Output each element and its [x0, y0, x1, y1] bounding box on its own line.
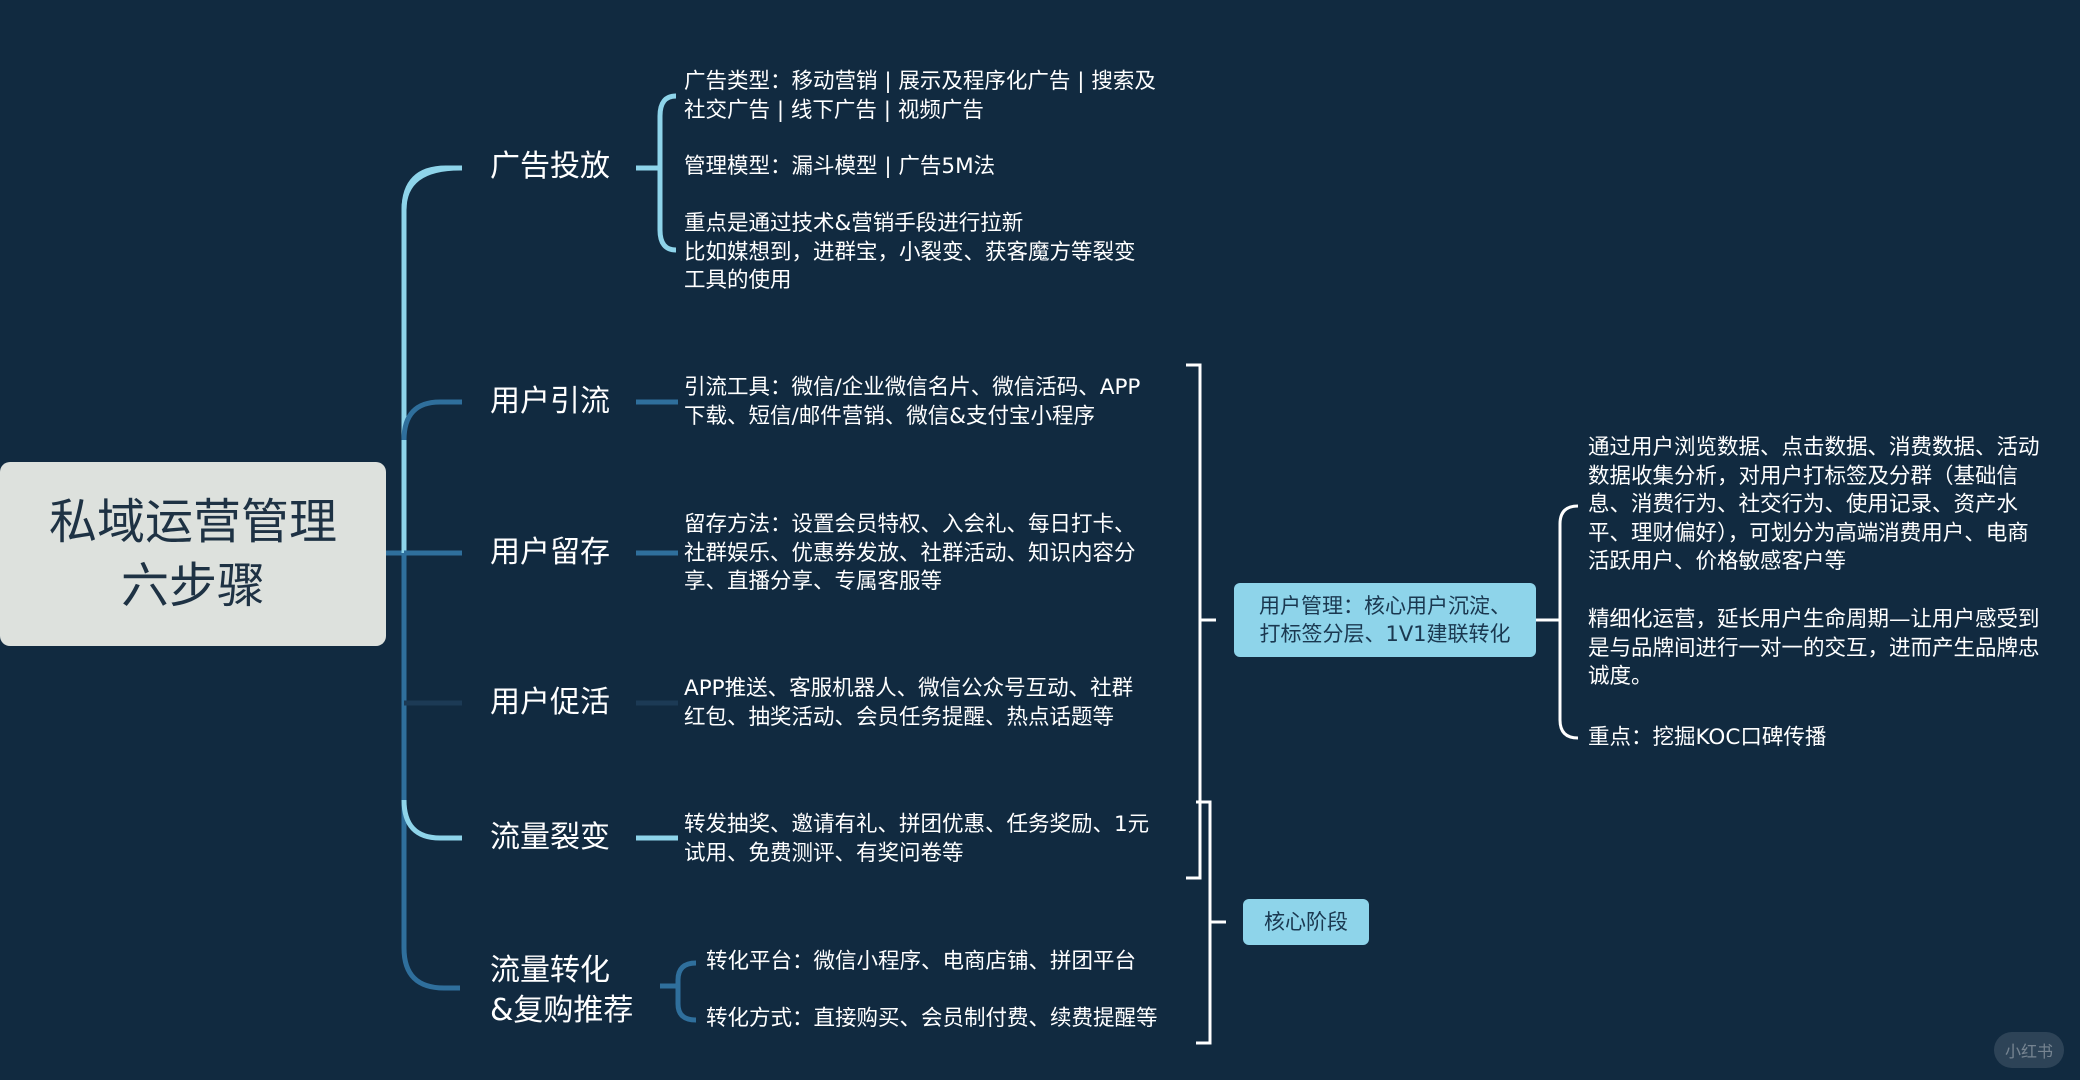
retention-line1: 留存方法：设置会员特权、入会礼、每日打卡、	[684, 512, 1136, 537]
root-title-line1: 私域运营管理	[48, 494, 337, 550]
data-line1: 通过用户浏览数据、点击数据、消费数据、活动	[1588, 435, 2040, 460]
conversion-platform-text: 转化平台：微信小程序、电商店铺、拼团平台	[706, 949, 1137, 974]
refine-line1: 精细化运营，延长用户生命周期—让用户感受到	[1588, 607, 2040, 632]
activation-line2: 红包、抽奖活动、会员任务提醒、热点话题等	[684, 704, 1115, 730]
ad-model-text: 管理模型：漏斗模型 | 广告5M法	[684, 154, 996, 179]
step-traffic-fission: 流量裂变	[490, 820, 610, 855]
retention-line2: 社群娱乐、优惠券发放、社群活动、知识内容分	[684, 540, 1136, 566]
retention-line3: 享、直播分享、专属客服等	[684, 569, 943, 594]
step-ad-placement: 广告投放	[490, 149, 610, 184]
ad-focus-line2: 比如媒想到，进群宝，小裂变、获客魔方等裂变	[684, 239, 1136, 265]
step-conversion-line1: 流量转化	[490, 953, 610, 988]
conversion-method-text: 转化方式：直接购买、会员制付费、续费提醒等	[706, 1006, 1158, 1031]
ad-focus-line3: 工具的使用	[684, 268, 792, 293]
data-line4: 平、理财偏好），可划分为高端消费用户、电商	[1588, 520, 2029, 546]
ad-focus-line1: 重点是通过技术&营销手段进行拉新	[684, 211, 1024, 236]
user-management-tag: 用户管理：核心用户沉淀、 打标签分层、1V1建联转化	[1234, 583, 1536, 657]
branch-ad	[401, 165, 462, 211]
activation-text: APP推送、客服机器人、微信公众号互动、社群 红包、抽奖活动、会员任务提醒、热点…	[684, 675, 1133, 732]
fission-line1: 转发抽奖、邀请有礼、拼团优惠、任务奖励、1元	[684, 812, 1150, 837]
ad-types-line1: 广告类型：移动营销 | 展示及程序化广告 | 搜索及	[684, 69, 1156, 94]
step-user-activation: 用户促活	[490, 685, 610, 720]
branch-traffic	[401, 399, 462, 441]
data-line5: 活跃用户、价格敏感客户等	[1588, 549, 1847, 574]
core-bracket	[1196, 800, 1212, 1045]
ad-types-line2: 社交广告 | 线下广告 | 视频广告	[684, 97, 984, 123]
ad-focus-text: 重点是通过技术&营销手段进行拉新 比如媒想到，进群宝，小裂变、获客魔方等裂变 工…	[684, 210, 1136, 296]
ad-types-text: 广告类型：移动营销 | 展示及程序化广告 | 搜索及 社交广告 | 线下广告 |…	[684, 68, 1156, 125]
fission-line2: 试用、免费测评、有奖问卷等	[684, 840, 964, 866]
data-line3: 息、消费行为、社交行为、使用记录、资产水	[1588, 492, 2019, 517]
conversion-bracket	[675, 960, 697, 1023]
koc-focus-text: 重点：挖掘KOC口碑传播	[1588, 725, 1827, 750]
refined-operation-text: 精细化运营，延长用户生命周期—让用户感受到 是与品牌间进行一对一的交互，进而产生…	[1588, 606, 2040, 692]
refine-line3: 诚度。	[1588, 664, 1653, 689]
step-user-acquisition: 用户引流	[490, 384, 610, 419]
traffic-tools-text: 引流工具：微信/企业微信名片、微信活码、APP 下载、短信/邮件营销、微信&支付…	[684, 374, 1140, 431]
user-mgmt-line2: 打标签分层、1V1建联转化	[1259, 622, 1511, 646]
user-mgmt-line1: 用户管理：核心用户沉淀、	[1259, 594, 1511, 618]
root-topic: 私域运营管理 六步骤	[0, 462, 386, 646]
user-data-analysis-text: 通过用户浏览数据、点击数据、消费数据、活动 数据收集分析，对用户打标签及分群（基…	[1588, 434, 2040, 577]
activation-line1: APP推送、客服机器人、微信公众号互动、社群	[684, 676, 1134, 701]
core-stage-tag: 核心阶段	[1243, 899, 1369, 945]
branch-fission	[401, 799, 462, 841]
step-user-retention: 用户留存	[490, 535, 610, 570]
watermark-logo: 小红书	[1994, 1032, 2064, 1068]
traffic-line2: 下载、短信/邮件营销、微信&支付宝小程序	[684, 403, 1096, 429]
trunk-lower	[401, 553, 460, 991]
fission-text: 转发抽奖、邀请有礼、拼团优惠、任务奖励、1元 试用、免费测评、有奖问卷等	[684, 811, 1149, 868]
refine-line2: 是与品牌间进行一对一的交互，进而产生品牌忠	[1588, 635, 2040, 661]
root-title-line2: 六步骤	[120, 558, 265, 614]
step-conversion-line2: &复购推荐	[490, 993, 634, 1028]
traffic-line1: 引流工具：微信/企业微信名片、微信活码、APP	[684, 375, 1141, 400]
data-line2: 数据收集分析，对用户打标签及分群（基础信	[1588, 463, 2019, 489]
trunk-upper	[401, 165, 461, 553]
details-bracket	[1558, 504, 1579, 740]
retention-methods-text: 留存方法：设置会员特权、入会礼、每日打卡、 社群娱乐、优惠券发放、社群活动、知识…	[684, 511, 1136, 597]
ad-bracket	[657, 93, 677, 253]
step-traffic-conversion: 流量转化 &复购推荐	[490, 951, 633, 1031]
